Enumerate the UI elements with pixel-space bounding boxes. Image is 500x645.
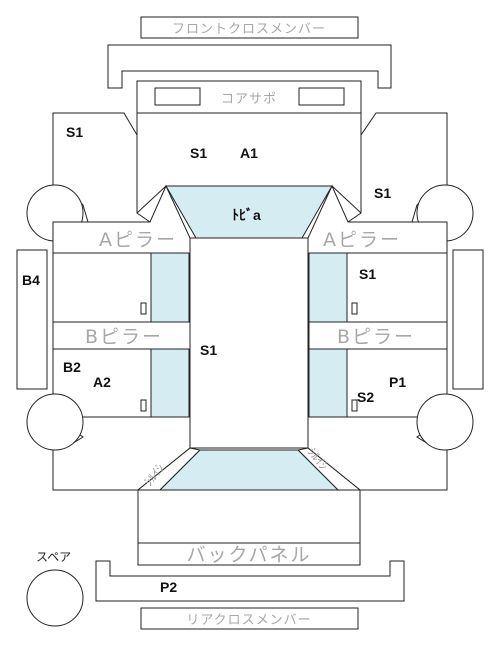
rear-bumper: [95, 560, 405, 602]
front-cross-member-label: フロントクロスメンバー: [172, 22, 326, 37]
hood-code-s1: S1: [190, 145, 207, 161]
side-sill-right: [452, 249, 484, 390]
wheel-rear-right: [416, 393, 474, 451]
rear-door-left-handle: [140, 399, 147, 412]
front-door-left-handle: [140, 302, 147, 315]
rear-quarter-right: [307, 416, 449, 491]
core-support-label: コアサポ: [221, 92, 277, 107]
back-panel-box: [137, 542, 361, 566]
rear-quarter-left: [51, 416, 191, 491]
rear-door-right-glass: [308, 348, 348, 418]
trunk-lid: [137, 489, 361, 544]
rear-door-right-code-s2: S2: [357, 389, 374, 405]
front-door-right-handle: [351, 302, 358, 315]
rear-cross-member-label: リアクロスメンバー: [186, 613, 311, 628]
rear-bumper-code: P2: [160, 579, 177, 595]
rear-door-left-code-a2: A2: [93, 374, 111, 390]
front-cross-member-box: [140, 16, 359, 39]
front-bumper: [107, 44, 392, 89]
core-support-slot-left: [154, 87, 201, 106]
rear-door-left-code-b2: B2: [63, 359, 81, 375]
front-door-left: [52, 252, 152, 323]
fender-right-code: S1: [374, 185, 391, 201]
rear-door-left-glass: [150, 348, 190, 418]
rear-door-right-handle: [351, 399, 358, 412]
rear-door-right-code-p1: P1: [389, 374, 406, 390]
back-panel-label: バックパネル: [186, 544, 311, 566]
a-pillar-right-label: Aピラー: [323, 229, 401, 251]
hood-code-a1: A1: [240, 145, 258, 161]
wheel-rear-left: [26, 393, 84, 451]
roof-panel: [189, 237, 309, 449]
a-pillar-left-label: Aピラー: [99, 229, 177, 251]
front-door-left-glass: [150, 252, 190, 323]
roof-code: S1: [200, 342, 217, 358]
b-pillar-right-label: Bピラー: [337, 326, 415, 348]
b-pillar-right: [308, 321, 448, 350]
side-sill-left: [16, 249, 48, 390]
spare-label: スペア: [36, 550, 71, 564]
rear-cross-member-box: [140, 607, 359, 630]
spare-tire: [26, 569, 84, 627]
windshield-label: ﾄﾋﾞa: [232, 207, 261, 223]
front-door-right: [346, 252, 448, 323]
b-pillar-left: [52, 321, 191, 350]
fender-left-code: S1: [66, 124, 83, 140]
front-door-right-code: S1: [359, 266, 376, 282]
side-sill-left-code: B4: [22, 272, 40, 288]
front-door-right-glass: [308, 252, 348, 323]
core-support-slot-right: [298, 87, 345, 106]
b-pillar-left-label: Bピラー: [85, 326, 163, 348]
